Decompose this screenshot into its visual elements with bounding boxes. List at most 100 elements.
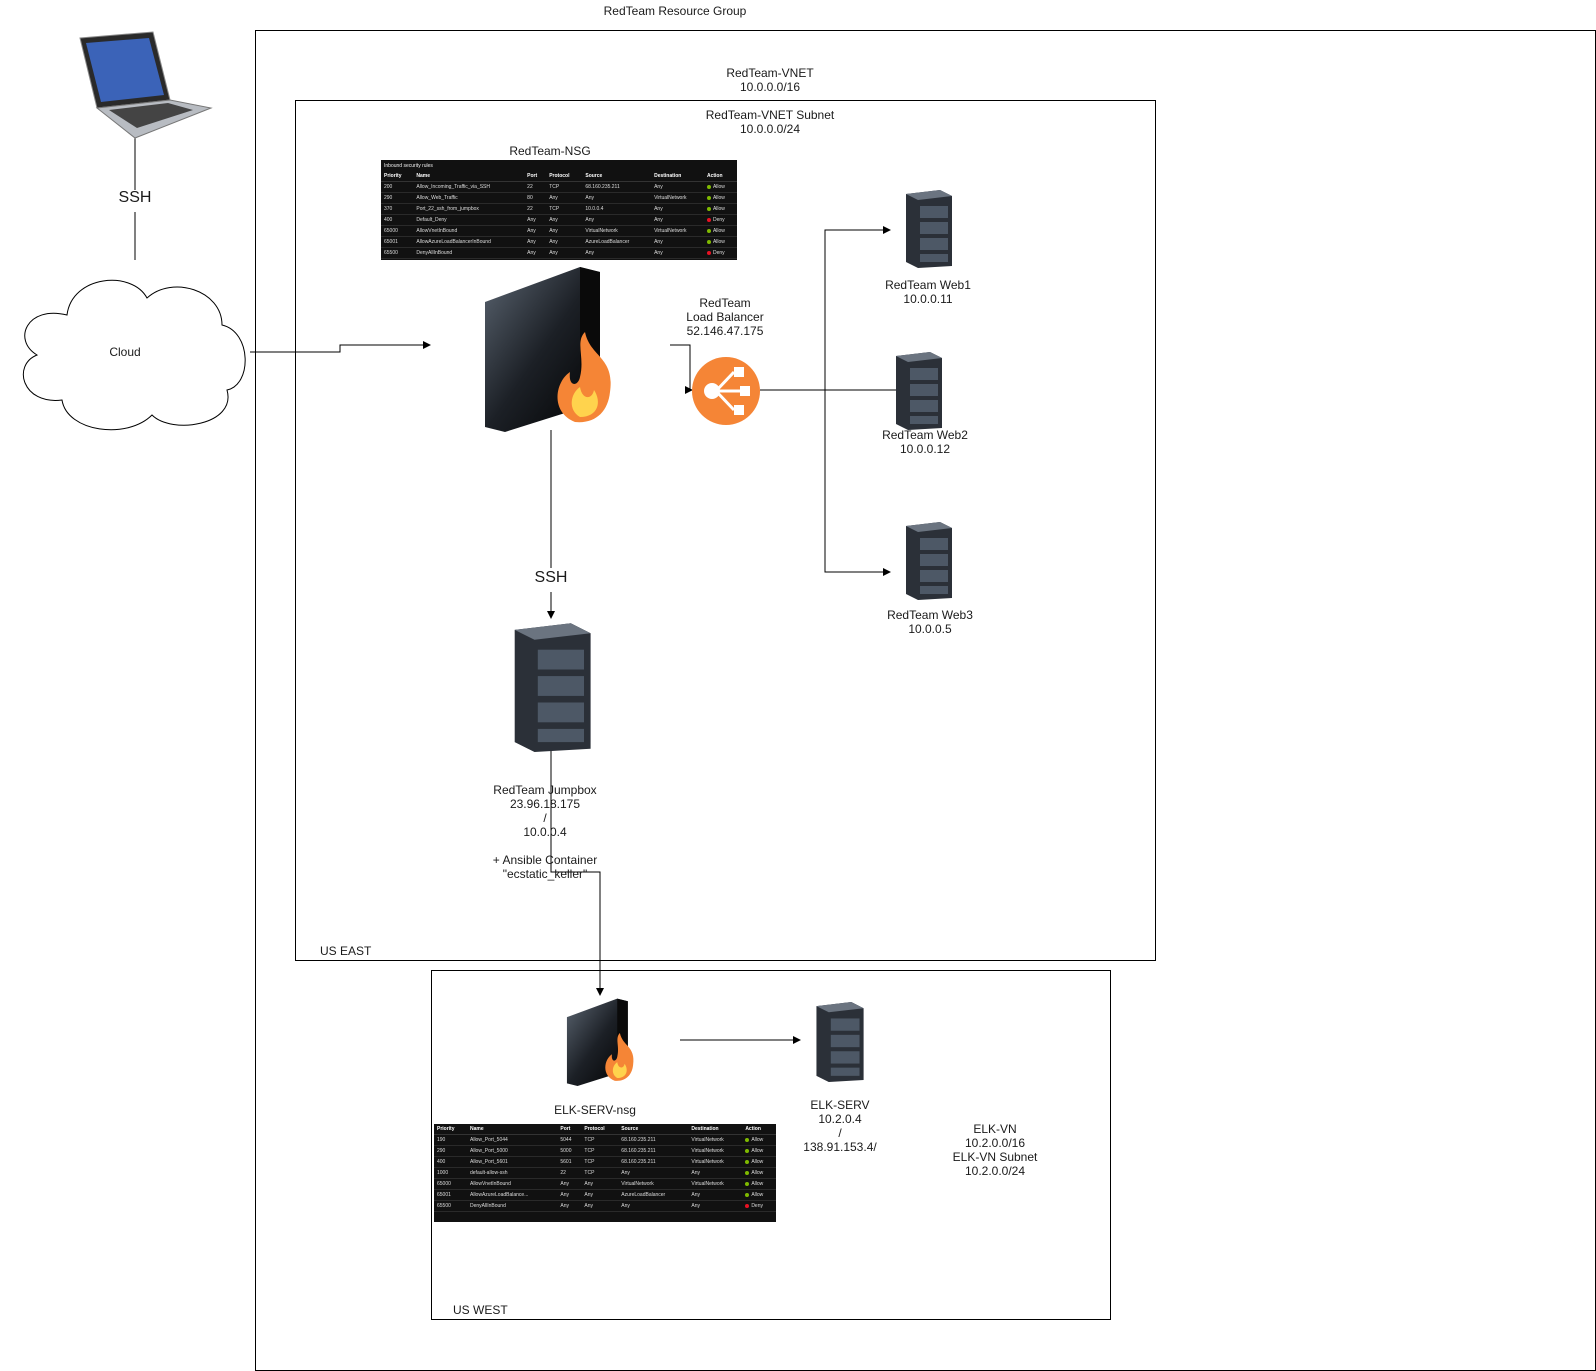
elk-nsg-rule-cell: 5601 (557, 1156, 582, 1168)
nsg-rule-cell: VirtualNetwork (582, 225, 652, 237)
nsg-rule-header-cell: Port (524, 171, 547, 182)
us-east-label: US EAST (320, 944, 372, 958)
allow-status-icon (706, 228, 711, 233)
nsg-rule-cell: 65001 (381, 236, 414, 248)
elk-nsg-rule-cell: VirtualNetwork (688, 1178, 743, 1190)
elk-serv-sep: / (838, 1126, 842, 1140)
cloud-to-nsg-arrow (250, 341, 431, 353)
nsg-rule-cell: 80 (524, 192, 547, 204)
laptop-ssh-label: SSH (118, 189, 152, 206)
cloud-icon (22, 279, 246, 431)
elk-vn-cidr: 10.2.0.0/16 (964, 1136, 1026, 1150)
allow-status-icon (745, 1148, 750, 1153)
nsg-rule-cell: Any (546, 192, 583, 204)
elk-nsg-rule-cell: 65000 (434, 1178, 467, 1190)
nsg-rule-cell: AllowVnetInBound (413, 225, 525, 237)
nsg-to-lb-arrow (670, 344, 693, 394)
nsg-rule-cell: Allow (703, 192, 737, 204)
jumpbox-container-line1: + Ansible Container (492, 853, 598, 867)
nsg-rule-cell: Any (651, 203, 704, 215)
elk-nsg-rule-cell: Allow (742, 1134, 776, 1146)
deny-status-icon (706, 217, 711, 222)
elk-nsg-rule-cell: 1000 (434, 1167, 467, 1179)
nsg-rule-cell: AzureLoadBalancer (582, 236, 652, 248)
elk-nsg-rule-cell: TCP (581, 1145, 619, 1157)
web1-label: RedTeam Web1 10.0.0.11 (868, 278, 988, 306)
nsg-rule-cell: TCP (546, 203, 583, 215)
nsg-rule-cell: Any (524, 214, 547, 226)
lb-line2: Load Balancer (686, 310, 764, 324)
elk-nsg-rule-cell: 400 (434, 1156, 467, 1168)
elk-nsg-rule-cell: 68.160.235.211 (618, 1134, 689, 1146)
elk-nsg-rule-cell: default-allow-ssh (467, 1167, 558, 1179)
elk-vn-subnet-cidr: 10.2.0.0/24 (964, 1164, 1026, 1178)
elk-nsg-rule-cell: Any (557, 1189, 582, 1201)
web3-label: RedTeam Web3 10.0.0.5 (870, 608, 990, 636)
nsg-rule-cell: Deny (703, 214, 737, 226)
nsg-rule-cell: Any (651, 236, 704, 248)
elk-nsg-rule-header-cell: Port (557, 1124, 582, 1135)
laptop-icon (79, 31, 213, 139)
resource-group-title: RedTeam Resource Group (603, 4, 747, 18)
subnet-cidr: 10.0.0.0/24 (739, 122, 801, 136)
nsg-rule-header-cell: Destination (651, 171, 704, 182)
elk-nsg-rule-cell: 65500 (434, 1200, 467, 1212)
nsg-rule-cell: TCP (546, 181, 583, 193)
us-west-frame (431, 970, 1111, 1320)
nsg-rule-cell: 22 (524, 203, 547, 215)
nsg-rule-cell: Default_Deny (413, 214, 525, 226)
elk-nsg-rule-header-cell: Priority (434, 1124, 467, 1135)
nsg-rule-cell: Allow_Incoming_Traffic_via_SSH (413, 181, 525, 193)
subnet-name: RedTeam-VNET Subnet (705, 108, 835, 122)
nsg-rule-cell: Any (546, 225, 583, 237)
elk-nsg-rule-cell: DenyAllInBound (467, 1200, 558, 1212)
elk-serv-private-ip: 10.2.0.4 (818, 1112, 862, 1126)
lb-label: RedTeam Load Balancer 52.146.47.175 (675, 296, 775, 338)
nsg-rule-cell: Any (582, 192, 652, 204)
elk-nsg-title: ELK-SERV-nsg (554, 1103, 636, 1117)
elk-nsg-rule-cell: 65001 (434, 1189, 467, 1201)
nsg-rule-cell: Any (524, 225, 547, 237)
elk-nsg-rule-cell: Any (618, 1167, 689, 1179)
elk-nsg-rule-cell: TCP (581, 1167, 619, 1179)
nsg-rule-cell: Port_22_ssh_from_jumpbox (413, 203, 525, 215)
nsg-rule-cell: Any (582, 214, 652, 226)
nsg-rule-header-cell: Priority (381, 171, 414, 182)
elk-serv-server-icon (816, 1002, 864, 1082)
elk-nsg-rule-cell: TCP (581, 1134, 619, 1146)
elk-nsg-rule-cell: 22 (557, 1167, 582, 1179)
allow-status-icon (745, 1170, 750, 1175)
allow-status-icon (706, 206, 711, 211)
elk-nsg-rule-cell: 68.160.235.211 (618, 1145, 689, 1157)
web3-name: RedTeam Web3 (887, 608, 973, 622)
elk-nsg-rule-cell: VirtualNetwork (618, 1178, 689, 1190)
elk-firewall-icon (566, 998, 634, 1086)
nsg-rule-header-cell: Action (703, 171, 737, 182)
nsg-rule-header-cell: Name (413, 171, 525, 182)
elk-nsg-rule-cell: Allow_Port_5000 (467, 1145, 558, 1157)
elk-nsg-rule-cell: Allow (742, 1189, 776, 1201)
nsg-rule-header-cell: Protocol (546, 171, 583, 182)
nsg-rule-cell: Any (524, 236, 547, 248)
nsg-caption: Inbound security rules (384, 163, 433, 169)
nsg-rule-cell: 290 (381, 192, 414, 204)
elk-nsg-rule-cell: Any (557, 1200, 582, 1212)
allow-status-icon (745, 1181, 750, 1186)
elk-nsg-rule-header-cell: Source (618, 1124, 689, 1135)
nsg-title: RedTeam-NSG (509, 144, 591, 158)
elk-nsg-rule-cell: 290 (434, 1145, 467, 1157)
nsg-rule-cell: 65500 (381, 247, 414, 259)
us-west-label: US WEST (453, 1303, 508, 1317)
nsg-rule-cell: Any (524, 247, 547, 259)
elk-nsg-rule-cell: VirtualNetwork (688, 1134, 743, 1146)
